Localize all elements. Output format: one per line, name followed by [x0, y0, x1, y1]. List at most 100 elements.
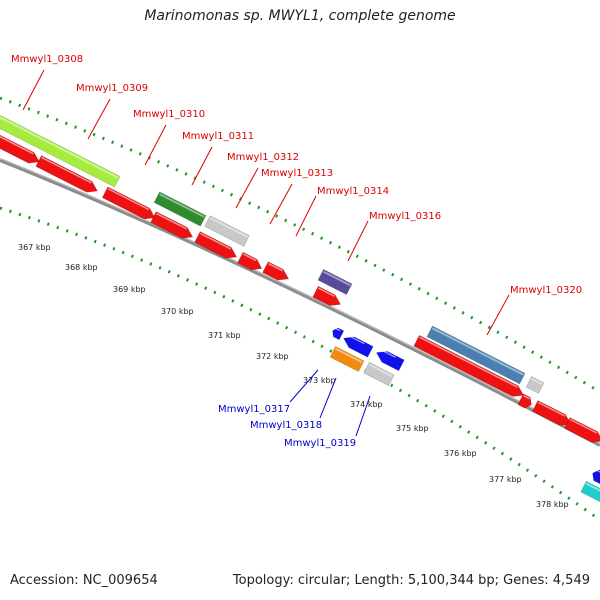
topology-text: Topology: circular; Length: 5,100,344 bp…: [232, 573, 590, 588]
reverse-gene-arrow-4-shine: [595, 469, 600, 474]
ruler-label: 371 kbp: [208, 331, 241, 340]
forward-gene-leader: [269, 183, 293, 225]
forward-gene-leader: [144, 124, 167, 166]
reverse-gene-arrow-4: [592, 469, 600, 485]
genome-backbone: [0, 158, 600, 447]
reverse-gene-arrow-4-shape: [592, 469, 600, 485]
forward-gene-label: Mmwyl1_0316: [369, 211, 441, 222]
cds-block-orange: [329, 345, 365, 373]
forward-gene-label: Mmwyl1_0309: [76, 83, 148, 94]
accession-text: Accession: NC_009654: [10, 573, 158, 588]
reverse-gene-arrow-3: [376, 348, 405, 372]
forward-gene-arrow-5: [194, 231, 238, 259]
forward-gene-arrow-9-shape: [413, 335, 524, 397]
forward-gene-arrow-2: [35, 155, 98, 193]
features-layer: [0, 112, 600, 506]
forward-gene-arrow-6-shape: [237, 251, 263, 271]
ruler-labels-layer: 367 kbp 368 kbp 369 kbp 370 kbp 371 kbp 372 k…: [18, 243, 569, 509]
forward-gene-arrow-8-shape: [312, 285, 341, 306]
forward-gene-arrow-4-shine: [155, 212, 187, 230]
forward-gene-arrow-5-shape: [194, 231, 238, 259]
reverse-gene-arrow-1-shape: [332, 327, 345, 341]
reverse-gene-label: Mmwyl1_0319: [284, 438, 356, 449]
reverse-gene-leader: [355, 395, 371, 437]
cds-block-steelblue-shape: [426, 325, 526, 385]
forward-gene-arrow-3: [101, 186, 156, 220]
ruler-label: 377 kbp: [489, 475, 522, 484]
forward-gene-arrow-10: [517, 393, 532, 409]
cds-block-purple-shine: [322, 270, 351, 287]
reverse-gene-label: Mmwyl1_0318: [250, 420, 322, 431]
cds-block-darkgreen-shape: [153, 191, 207, 227]
reverse-gene-arrow-3-shape: [376, 351, 405, 372]
forward-tick-track: [0, 96, 600, 394]
reverse-gene-arrow-2: [343, 333, 374, 358]
forward-gene-arrow-8-shine: [318, 287, 335, 297]
forward-gene-arrow-1-shine: [0, 135, 34, 155]
forward-gene-leader: [191, 146, 213, 186]
forward-gene-label: Mmwyl1_0313: [261, 168, 333, 179]
ruler-label: 376 kbp: [444, 449, 477, 458]
forward-gene-leader: [347, 220, 369, 262]
forward-gene-label: Mmwyl1_0312: [227, 152, 299, 163]
forward-gene-arrow-3-shape: [101, 186, 156, 220]
reverse-gene-leader: [289, 369, 319, 403]
reverse-gene-leader: [319, 377, 337, 419]
cds-block-grey-1: [204, 215, 250, 247]
forward-gene-arrow-4: [150, 211, 194, 239]
cds-block-grey-3: [363, 361, 395, 387]
ruler-label: 378 kbp: [536, 500, 569, 509]
forward-gene-arrow-1-shape: [0, 134, 40, 164]
cds-block-cyan: [580, 480, 600, 506]
cds-block-lime: [0, 112, 121, 188]
forward-gene-arrow-5-shine: [199, 232, 231, 250]
forward-gene-arrow-12: [564, 417, 600, 443]
cds-block-purple-shape: [317, 268, 353, 296]
forward-gene-arrow-10-shine: [523, 395, 530, 400]
map-title: Marinomonas sp. MWYL1, complete genome: [144, 8, 456, 24]
forward-gene-leader: [22, 69, 45, 111]
cds-block-grey-3-shine: [368, 363, 393, 378]
cds-block-darkgreen: [153, 191, 207, 227]
forward-gene-arrow-8: [312, 285, 341, 306]
forward-gene-leader: [235, 167, 259, 209]
forward-gene-arrow-7-shape: [262, 261, 290, 281]
forward-gene-arrow-7-shine: [268, 262, 283, 272]
forward-gene-label: Mmwyl1_0310: [133, 109, 205, 120]
cds-block-purple: [317, 268, 353, 296]
forward-gene-arrow-1: [0, 134, 40, 164]
ruler-label: 372 kbp: [256, 352, 289, 361]
forward-gene-arrow-9-shine: [419, 336, 518, 388]
forward-gene-label: Mmwyl1_0308: [11, 54, 83, 65]
forward-gene-arrow-2-shape: [35, 155, 98, 193]
cds-block-grey-3-shape: [363, 361, 395, 387]
forward-gene-arrow-9: [413, 335, 524, 397]
reverse-gene-arrow-1: [332, 327, 345, 341]
forward-gene-arrow-12-shine: [569, 418, 598, 434]
cds-block-grey-2: [525, 376, 545, 394]
cds-block-grey-2-shape: [525, 376, 545, 394]
ruler-label: 373 kbp: [303, 376, 336, 385]
forward-gene-arrow-12-shape: [564, 417, 600, 443]
cds-block-grey-1-shine: [209, 217, 248, 238]
reverse-gene-arrow-1-shine: [334, 327, 341, 332]
cds-block-cyan-shine: [585, 482, 600, 497]
forward-gene-label: Mmwyl1_0320: [510, 285, 582, 296]
ruler-label: 369 kbp: [113, 285, 146, 294]
forward-gene-arrow-7: [262, 261, 290, 281]
genome-backbone-highlight: [0, 157, 600, 445]
forward-gene-arrow-6: [237, 251, 263, 271]
forward-gene-arrow-6-shine: [242, 253, 257, 262]
ruler-label: 370 kbp: [161, 307, 194, 316]
cds-block-lime-shine: [0, 114, 119, 179]
cds-block-grey-2-shine: [531, 377, 543, 386]
forward-gene-arrow-11-shine: [537, 401, 566, 417]
forward-gene-arrow-11-shape: [532, 400, 572, 426]
forward-gene-label: Mmwyl1_0314: [317, 186, 389, 197]
forward-gene-arrow-2-shine: [41, 156, 92, 184]
forward-gene-arrow-3-shine: [107, 188, 150, 211]
cds-block-cyan-shape: [580, 480, 600, 506]
ruler-label: 367 kbp: [18, 243, 51, 252]
ruler-label: 368 kbp: [65, 263, 98, 272]
